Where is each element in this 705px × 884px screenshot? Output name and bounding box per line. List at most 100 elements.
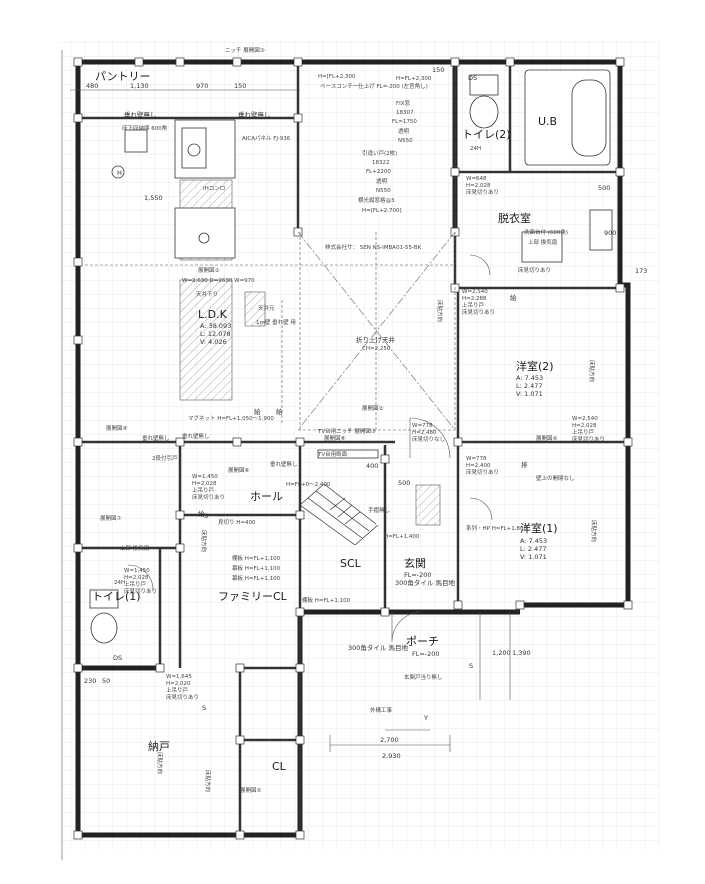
note-h2028: H=2,028 [572, 423, 597, 429]
genkan-fl: FL=-200 [404, 571, 432, 579]
note-w2540: W=2,540 [462, 289, 488, 295]
note-aica-panel: AICAパネル FJ-936 [242, 135, 291, 142]
note-tenkai-5: 展開図⑤ [240, 787, 262, 794]
note-yuka-6: 床見切りあり [518, 266, 551, 274]
note-yuka-1: 床見切りなし [412, 435, 445, 443]
note-w778b: W=778 [466, 456, 487, 462]
note-w2540b: W=2,540 [572, 416, 598, 422]
dim-1200: 1,200 [492, 649, 511, 657]
ds-label-1: DS [468, 74, 477, 82]
room-cl: CL [272, 760, 287, 773]
room-ldk: L.D.K [198, 308, 228, 321]
genkan-shoes-hatch [415, 484, 441, 526]
dim-230: 230 [84, 677, 96, 685]
dim-900: 900 [604, 229, 616, 237]
note-uwagake-3: 上吊り戸 [192, 486, 215, 494]
note-h2028c: H=2,028 [192, 481, 217, 487]
note-w778: W=778 [412, 423, 433, 429]
dim-1390: 1,390 [512, 649, 531, 657]
room-unit-bath: U.B [538, 115, 557, 128]
dim-2930: 2,930 [382, 752, 401, 760]
note-h2300b: H=FL+2,300 [396, 76, 432, 82]
note-jobu: 上部 換気扇 [528, 238, 557, 246]
note-fl1750: FL=1750 [392, 119, 417, 125]
note-h1400: H=FL+1,400 [384, 534, 420, 540]
room-genkan: 玄関 [404, 556, 426, 570]
note-genkan-door: 玄関戸当り無し [404, 673, 443, 681]
note-24h-2: 24H [114, 580, 125, 586]
yuka-dir-6: 床貼方向 [204, 770, 212, 792]
room-scl: SCL [340, 557, 362, 570]
note-tenjo-2: 天井下り [196, 290, 218, 298]
note-tenkai-9: 展開図⑨ [106, 425, 128, 432]
note-tenkai-2: 展開図② [362, 405, 384, 412]
s-label-1: S [204, 512, 208, 520]
dimension-lines [61, 50, 511, 860]
note-h2400: H=FL+0～2,400 [286, 482, 331, 488]
room-yoshitsu-2: 洋室(2) [516, 359, 554, 373]
yuka-dir-2: 床貼方向 [590, 520, 598, 542]
note-makuita-2: 幕板 H=FL+1,100 [232, 574, 281, 582]
note-w1450: W=1,450 [192, 474, 218, 480]
porch-fl: FL=-200 [412, 650, 440, 658]
note-tv-section: TV台用断面 [317, 450, 348, 458]
note-uwagake-4: 上吊り戸 [124, 580, 147, 588]
note-w648: W=648 [466, 176, 487, 182]
note-w2630: W=2,630 D=2630 W=970 [182, 278, 255, 284]
note-h2028d: H=2,028 [124, 575, 149, 581]
note-tomei-1: 透明 [398, 127, 410, 135]
h-mark: H [117, 169, 122, 177]
note-kyu-4: 給 [510, 293, 517, 302]
yoshitsu1-volume: V: 1.071 [520, 553, 547, 561]
note-h400: 見切り H=400 [218, 519, 256, 526]
dim-173: 173 [635, 267, 647, 275]
note-h2028b: H=2,028 [466, 183, 491, 189]
genkan-tile: 300角タイル 馬目地 [395, 578, 455, 587]
bath-fixtures [89, 69, 613, 644]
note-tare-2: 垂れ壁無し [238, 110, 271, 119]
dim-1550: 1,550 [144, 194, 163, 202]
dim-500: 500 [598, 184, 610, 192]
dim-500b: 500 [398, 479, 410, 487]
ldk-length: L: 12.078 [200, 330, 231, 338]
background-grid [60, 40, 660, 850]
note-18322: 18322 [372, 160, 390, 166]
note-kabe: 壁上の開閉なし [536, 474, 575, 482]
door-swings [127, 254, 493, 642]
yoshitsu2-volume: V: 1.071 [516, 390, 543, 398]
note-tenjo: 天井元 [258, 304, 275, 312]
kitchen-island-hatch [179, 279, 233, 401]
note-tanaita-2: 棚板 H=FL+1,100 [232, 554, 281, 562]
note-kyu-3: 給 [198, 509, 205, 518]
note-y-mark: Y [423, 714, 428, 722]
staircase [299, 483, 379, 546]
note-kitchen-storage: 床下収納庫 600角 [122, 124, 167, 132]
yoshitsu2-length: L: 2.477 [516, 382, 543, 390]
note-fl2200: FL+2200 [366, 169, 391, 175]
note-yuka-7: 床見切りあり [192, 493, 225, 501]
note-tare-5: 垂れ壁無し [270, 460, 298, 468]
room-porch: ポーチ [406, 635, 439, 648]
note-kaiko: 横光縦窓格@3 [358, 196, 395, 204]
note-uwagake-5: 上吊り戸 [166, 686, 189, 694]
yoshitsu1-area: A: 7.453 [520, 537, 547, 545]
note-yuka-9: 床見切りあり [166, 693, 199, 701]
tv-bar [317, 449, 379, 459]
note-yuka-2: 床見切りあり [466, 468, 499, 476]
room-toilet-1: トイレ(1) [92, 590, 141, 603]
note-w1450b: W=1,450 [124, 568, 150, 574]
note-yuka-3: 床見切りあり [462, 308, 495, 316]
note-tenkai-6: 展開図⑥ [228, 467, 250, 474]
room-datsui: 脱衣室 [498, 211, 531, 225]
note-kyu-1: 給 [254, 407, 261, 416]
note-ih: IHコンロ [203, 185, 225, 192]
dim-480: 480 [86, 82, 98, 90]
dim-2700: 2,700 [380, 736, 399, 744]
note-tesuri: 手摺無し [368, 506, 390, 514]
note-keiretsu: 系列・HP H=FL+1,800 [466, 524, 528, 532]
floor-direction-labels: 床貼方向 床貼方向 床貼方向 床貼方向 床貼方向 床貼方向 [156, 300, 598, 792]
room-nando: 納戸 [148, 740, 170, 753]
note-h2288: H=2,288 [462, 296, 487, 302]
note-24h-1: 24H [470, 146, 481, 152]
